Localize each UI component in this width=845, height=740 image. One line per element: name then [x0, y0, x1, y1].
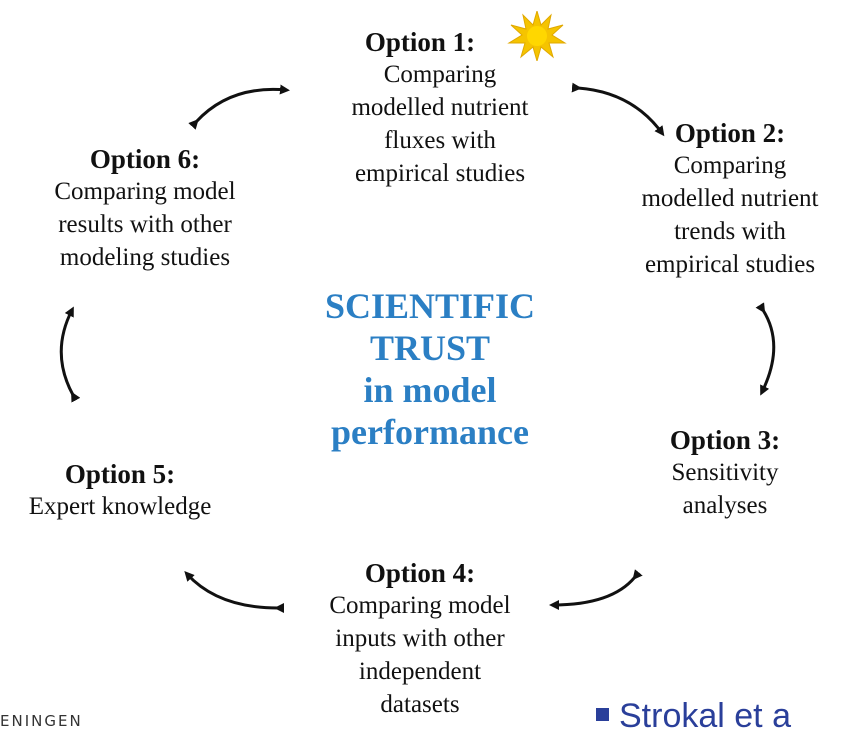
option-1-title: Option 1: — [364, 27, 476, 57]
sun-icon — [507, 11, 567, 61]
bullet-icon — [596, 707, 609, 721]
arrow-option4-option5 — [184, 571, 285, 614]
option-5-description: Expert knowledge — [28, 493, 212, 520]
center-line-1: SCIENTIFIC — [324, 286, 536, 326]
option-1-description: Comparing modelled nutrient fluxes with … — [351, 61, 529, 187]
option-6-description: Comparing model results with other model… — [54, 178, 236, 271]
arrow-option5-option6 — [59, 306, 81, 403]
option-3-title: Option 3: — [669, 425, 781, 455]
option-6-title: Option 6: — [89, 144, 201, 174]
option-5: Option 5: Expert knowledge — [0, 458, 240, 523]
option-2-description: Comparing modelled nutrient trends with … — [641, 152, 819, 278]
footer-citation: Strokal et a — [596, 697, 791, 736]
center-heading: SCIENTIFIC TRUST in model performance — [270, 285, 590, 453]
footer-logo-text: ENINGEN — [0, 712, 83, 730]
arrow-option6-option1 — [188, 84, 290, 130]
center-line-2: TRUST — [369, 328, 491, 368]
option-1: Option 1: Comparing modelled nutrient fl… — [290, 26, 590, 190]
center-line-3: in model — [363, 370, 497, 410]
arrow-option2-option3 — [755, 302, 776, 396]
arrow-option1-option2 — [571, 82, 665, 137]
option-3: Option 3: Sensitivity analyses — [630, 424, 820, 522]
option-6: Option 6: Comparing model results with o… — [20, 143, 270, 274]
option-4: Option 4: Comparing model inputs with ot… — [290, 557, 550, 721]
option-3-description: Sensitivity analyses — [671, 459, 779, 519]
center-line-4: performance — [331, 412, 529, 452]
arrow-option3-option4 — [549, 569, 643, 610]
footer-citation-text: Strokal et a — [619, 697, 791, 735]
option-4-description: Comparing model inputs with other indepe… — [329, 592, 511, 718]
option-4-title: Option 4: — [364, 558, 476, 588]
option-2-title: Option 2: — [674, 118, 786, 148]
option-2: Option 2: Comparing modelled nutrient tr… — [615, 117, 845, 281]
option-5-title: Option 5: — [64, 459, 176, 489]
